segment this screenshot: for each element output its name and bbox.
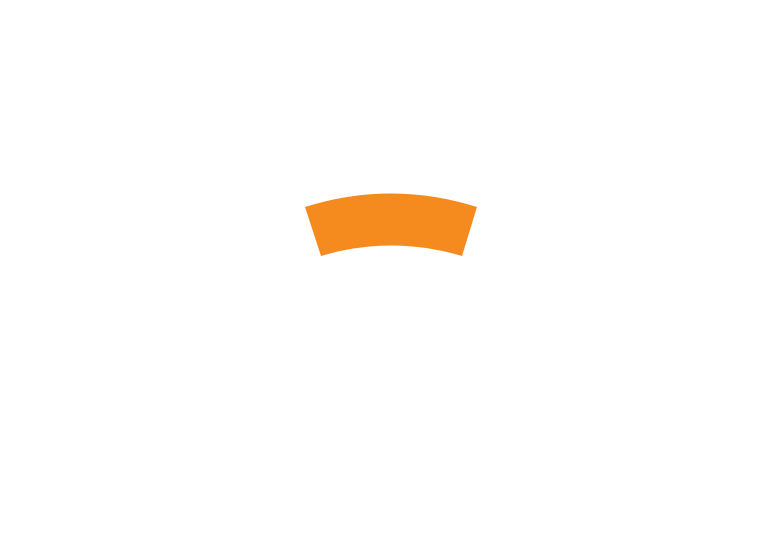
arc-segment-icon [305, 193, 477, 256]
